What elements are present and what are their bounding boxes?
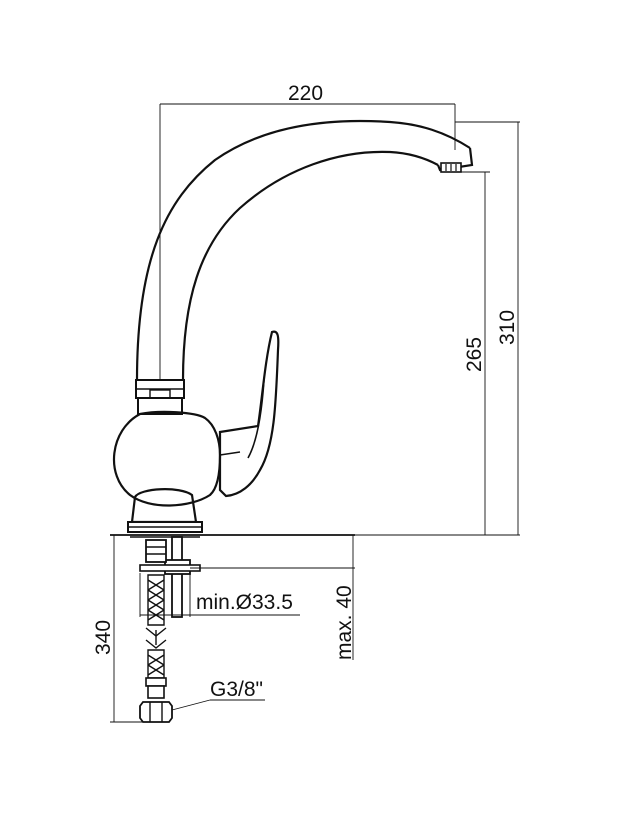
dim-265-label: 265 bbox=[463, 337, 486, 372]
spout-outer-edge bbox=[135, 119, 471, 381]
mounting-stud bbox=[171, 536, 183, 618]
hose-nut-g38 bbox=[139, 701, 173, 723]
base-neck bbox=[130, 488, 198, 524]
collar-lower-ring bbox=[137, 397, 183, 415]
faucet-body bbox=[110, 119, 474, 723]
thread-size-label: G3/8" bbox=[210, 678, 263, 701]
lever-handle bbox=[218, 330, 280, 498]
hose-fitting-top bbox=[145, 539, 167, 563]
dim-max-40-label: max. 40 bbox=[333, 585, 356, 660]
dim-310-label: 310 bbox=[496, 310, 519, 345]
dim-220-label: 220 bbox=[288, 82, 323, 105]
dim-min-diameter-label: min.Ø33.5 bbox=[196, 591, 293, 614]
dim-340-label: 340 bbox=[92, 620, 115, 655]
braided-hose-upper bbox=[147, 574, 165, 626]
spout-inner-edge bbox=[181, 150, 439, 381]
dimension-lines bbox=[110, 103, 520, 723]
mixer-body bbox=[112, 410, 222, 507]
braided-hose-lower bbox=[147, 649, 165, 679]
